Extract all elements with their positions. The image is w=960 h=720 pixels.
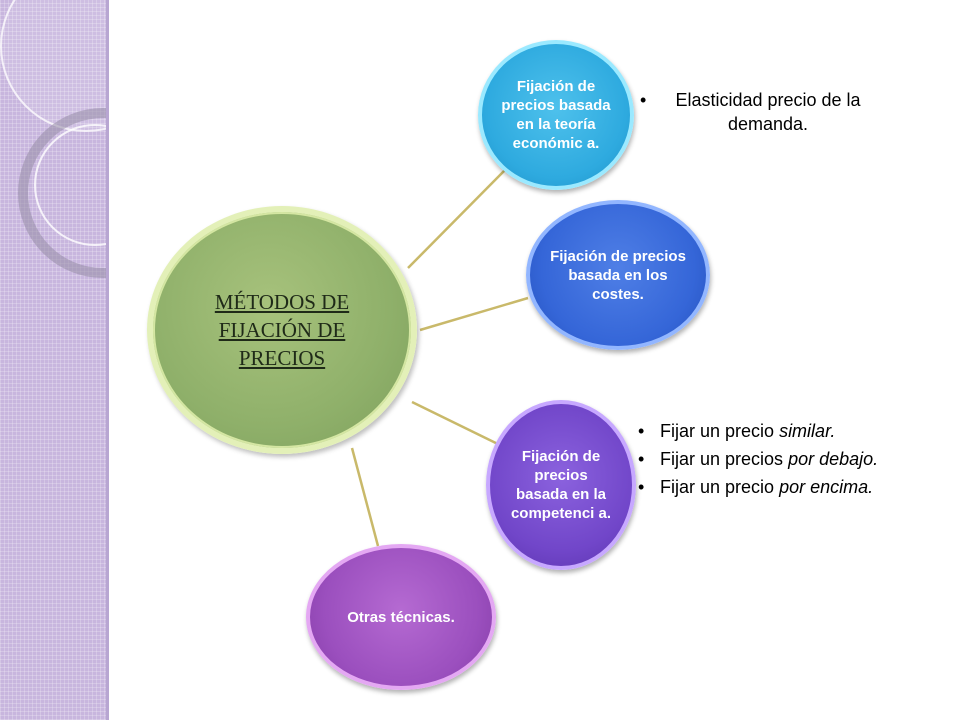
bullet-list-competencia: Fijar un precio similar. Fijar un precio… xyxy=(638,419,888,503)
node-costes-label: Fijación de precios basada en los costes… xyxy=(550,247,686,303)
node-teoria-economica: Fijación de precios basada en la teoría … xyxy=(478,40,634,190)
connector-teoria xyxy=(407,169,506,269)
decorative-side-band xyxy=(0,0,109,720)
bullet-item: Elasticidad precio de la demanda. xyxy=(640,88,876,136)
node-competencia-label: Fijación de precios basada en la compete… xyxy=(510,448,612,522)
connector-costes xyxy=(419,296,529,332)
bullet-item: Fijar un precio similar. xyxy=(638,419,888,443)
bullet-item: Fijar un precio por encima. xyxy=(638,475,888,499)
node-costes: Fijación de precios basada en los costes… xyxy=(526,200,710,350)
center-node-label: MÉTODOS DE FIJACIÓN DE PRECIOS xyxy=(214,290,350,370)
bullet-list-teoria: Elasticidad precio de la demanda. xyxy=(640,88,876,136)
node-otras-tecnicas: Otras técnicas. xyxy=(306,544,496,690)
bullet-text: Fijar un precio xyxy=(660,477,780,497)
bullet-emphasis: por debajo. xyxy=(788,449,879,469)
center-node: MÉTODOS DE FIJACIÓN DE PRECIOS xyxy=(147,206,417,454)
node-teoria-economica-label: Fijación de precios basada en la teoría … xyxy=(501,78,611,152)
connector-otras xyxy=(350,447,380,547)
connector-competencia xyxy=(411,400,507,450)
bullet-text: Fijar un precios xyxy=(660,449,789,469)
bullet-emphasis: similar. xyxy=(779,421,836,441)
bullet-item: Fijar un precios por debajo. xyxy=(638,447,888,471)
node-otras-tecnicas-label: Otras técnicas. xyxy=(347,608,455,626)
bullet-emphasis: por encima. xyxy=(779,477,874,497)
bullet-text: Fijar un precio xyxy=(660,421,780,441)
node-competencia: Fijación de precios basada en la compete… xyxy=(486,400,636,570)
